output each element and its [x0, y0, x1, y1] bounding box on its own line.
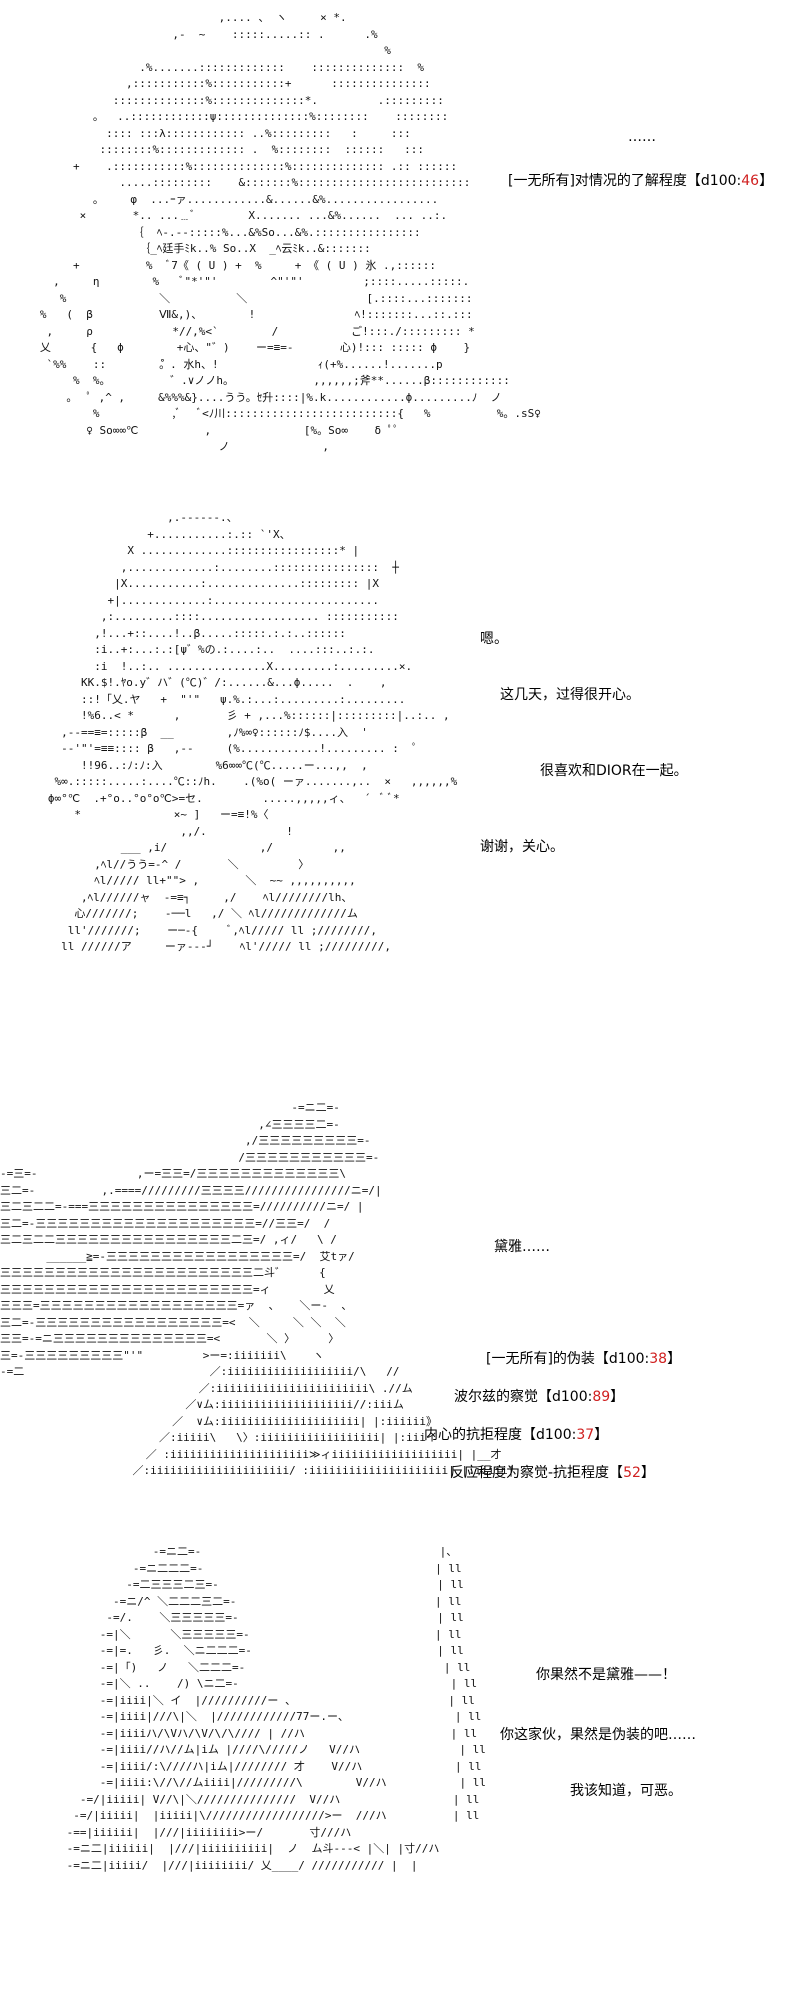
speech-daiya: 黛雅…… — [494, 1239, 550, 1255]
roll-suffix: 】 — [594, 1427, 609, 1443]
roll-value: 89 — [592, 1389, 611, 1405]
speech-should-have-known: 我该知道，可恶。 — [570, 1783, 682, 1799]
dice-value: 46 — [741, 173, 760, 189]
panel-4: -=ニ二=- |、 -=ニ二二二=- | ll -=二三三三二三=- | ll … — [0, 1530, 800, 2000]
dice-suffix: 】 — [759, 173, 774, 189]
speech-happy-days: 这几天，过得很开心。 — [500, 687, 640, 703]
ascii-art-character-standing: -=ニ二=- |、 -=ニ二二二=- | ll -=二三三三二三=- | ll … — [66, 1545, 486, 1872]
roll-label: 反应程度为察觉-抗拒程度【 — [450, 1465, 624, 1481]
roll-value: 37 — [576, 1427, 595, 1443]
roll-value: 38 — [649, 1351, 668, 1367]
roll-suffix: 】 — [610, 1389, 625, 1405]
speech-not-daiya: 你果然不是黛雅——！ — [536, 1667, 676, 1683]
roll-label: 波尔兹的察觉【d100: — [454, 1389, 593, 1405]
roll-label: [一无所有]的伪装【d100: — [486, 1351, 650, 1367]
dice-roll-resistance: 内心的抗拒程度【d100:37】 — [424, 1426, 608, 1444]
speech-hmm: 嗯。 — [480, 631, 508, 647]
dice-roll-understanding: [一无所有]对情况的了解程度【d100:46】 — [508, 172, 773, 190]
dice-label: [一无所有]对情况的了解程度【d100: — [508, 173, 742, 189]
dice-roll-reaction: 反应程度为察觉-抗拒程度【52】 — [450, 1464, 655, 1482]
roll-suffix: 】 — [667, 1351, 682, 1367]
roll-suffix: 】 — [640, 1465, 655, 1481]
speech-disguised: 你这家伙，果然是伪装的吧…… — [500, 1727, 696, 1743]
roll-label: 内心的抗拒程度【d100: — [424, 1427, 577, 1443]
ascii-art-character-profile: -=ニ二=- ,∠三三三三二=- ,/三三三三三三三三三=- /三三三三三三三三… — [0, 1101, 515, 1477]
roll-value: 52 — [623, 1465, 641, 1481]
panel-2: ,.--‐‐‐‐.、 +...........:.:: `'X、 X .....… — [0, 500, 800, 1020]
panel-1: ,.... 、 ヽ × *. ,- ~ :::::.....:: . .% % … — [0, 0, 800, 500]
panel-3: -=ニ二=- ,∠三三三三二=- ,/三三三三三三三三三=- /三三三三三三三三… — [0, 1080, 800, 1520]
speech-thanks: 谢谢，关心。 — [480, 839, 564, 855]
ellipsis-text: …… — [628, 129, 656, 145]
ascii-art-character-laughing: ,.... 、 ヽ × *. ,- ~ :::::.....:: . .% % … — [39, 11, 541, 453]
dice-roll-disguise: [一无所有]的伪装【d100:38】 — [486, 1350, 681, 1368]
speech-like-dior: 很喜欢和DIOR在一起。 — [540, 763, 688, 779]
dice-roll-perception: 波尔兹的察觉【d100:89】 — [454, 1388, 624, 1406]
ascii-art-character-smiling: ,.--‐‐‐‐.、 +...........:.:: `'X、 X .....… — [47, 511, 458, 953]
